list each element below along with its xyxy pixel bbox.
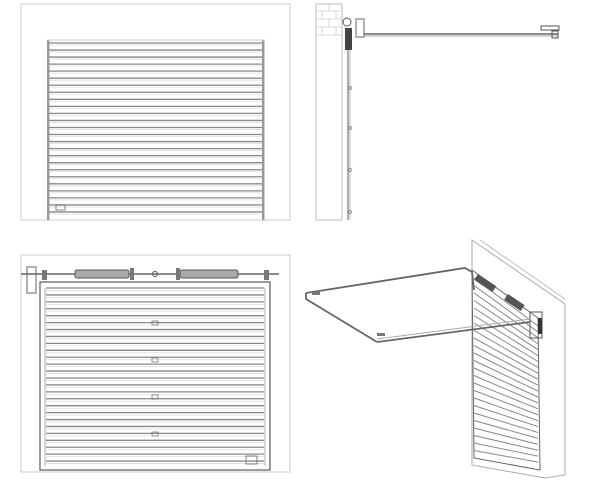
slat-line (473, 412, 539, 433)
slat-line (473, 367, 539, 398)
slat-line (473, 375, 539, 404)
slat-line (473, 315, 539, 357)
slat-line (473, 382, 539, 410)
drum-icon (342, 17, 352, 27)
door-handle-icon (55, 204, 66, 211)
slat-line (473, 292, 539, 339)
door-frame (39, 281, 271, 471)
side-view (315, 3, 560, 221)
slat-line (473, 345, 539, 380)
front-view-inside (20, 254, 291, 473)
slat-line (473, 442, 539, 457)
slat-line (473, 405, 539, 428)
door-slats (46, 287, 264, 464)
spring-housing (345, 28, 352, 50)
slat-line (473, 307, 539, 351)
torsion-spring-left (74, 269, 130, 279)
slat-line (473, 390, 539, 416)
motor-unit (26, 266, 37, 294)
torsion-spring-right (504, 294, 525, 311)
slat-line (473, 427, 539, 445)
torsion-spring-left (474, 273, 497, 293)
slat-line (473, 397, 539, 422)
slat-line (473, 420, 539, 439)
door-left-guide (47, 40, 50, 220)
brick-pattern (316, 4, 342, 36)
motor-unit (355, 18, 365, 38)
slat-line (473, 337, 539, 374)
torsion-spring-right (179, 269, 239, 279)
slat-line (473, 450, 539, 463)
slat-line (473, 322, 539, 362)
door-handle-icon (245, 455, 258, 465)
front-view-closed (20, 3, 291, 221)
wall-block (471, 239, 566, 479)
side-track (305, 293, 378, 343)
top-track (305, 267, 475, 294)
wall-section (315, 3, 343, 221)
slat-line (473, 330, 539, 368)
bottom-track (376, 321, 531, 343)
door-right-guide (262, 40, 265, 220)
slat-line (473, 285, 539, 333)
isometric-view-open (305, 239, 566, 479)
slat-line (473, 352, 539, 386)
door-slats (473, 277, 539, 463)
slat-line (473, 435, 539, 451)
wall-opening-frame (20, 3, 291, 221)
wall-opening-frame (20, 254, 291, 473)
slat-line (473, 360, 539, 392)
hinges (151, 320, 159, 437)
track-end-bracket (540, 25, 560, 31)
door-slats (49, 42, 262, 215)
